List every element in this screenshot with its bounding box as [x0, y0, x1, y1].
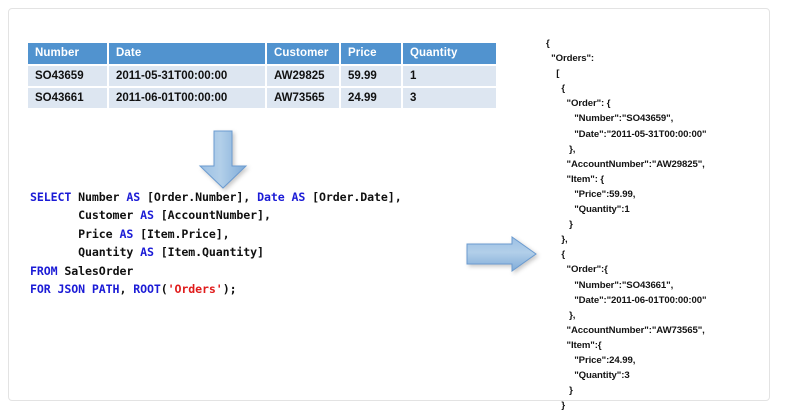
cell-number: SO43659: [28, 64, 109, 87]
sql-line: Quantity AS [Item.Quantity]: [30, 245, 264, 259]
sql-line: FROM SalesOrder: [30, 264, 133, 278]
sales-order-table: Number Date Customer Price Quantity SO43…: [28, 43, 496, 108]
sql-token: AS: [291, 190, 306, 204]
sql-token: AS: [119, 226, 134, 241]
sql-token: [Order.Date],: [305, 190, 402, 204]
sql-token: FOR JSON PATH: [30, 282, 120, 297]
sql-line: FOR JSON PATH, ROOT('Orders');: [30, 282, 237, 297]
sql-line: Price AS [Item.Price],: [30, 226, 230, 241]
sql-token: Price: [30, 226, 120, 241]
table-row: SO43661 2011-06-01T00:00:00 AW73565 24.9…: [28, 86, 496, 108]
cell-quantity: 3: [402, 86, 496, 108]
sql-token: AS: [140, 245, 154, 260]
column-header-date: Date: [108, 43, 267, 65]
sql-token: ROOT: [133, 282, 161, 297]
sql-token: ,: [119, 282, 134, 297]
sql-token: SELECT: [30, 190, 72, 204]
sql-line: Customer AS [AccountNumber],: [30, 208, 271, 222]
cell-customer: AW29825: [266, 64, 341, 87]
sql-token: Quantity: [30, 245, 141, 260]
sql-token: [Order.Number],: [140, 190, 258, 204]
column-header-number: Number: [28, 43, 109, 65]
cell-date: 2011-05-31T00:00:00: [108, 64, 267, 87]
cell-price: 59.99: [340, 64, 403, 87]
table-header-row: Number Date Customer Price Quantity: [28, 43, 496, 65]
sql-token: AS: [126, 190, 141, 204]
cell-number: SO43661: [28, 86, 109, 108]
sql-token: );: [222, 282, 237, 297]
sql-token: Customer: [30, 208, 141, 223]
column-header-quantity: Quantity: [402, 43, 496, 65]
sql-token: Number: [71, 190, 127, 204]
cell-price: 24.99: [340, 86, 403, 108]
column-header-price: Price: [340, 43, 403, 65]
sql-query-code: SELECT Number AS [Order.Number], Date AS…: [30, 188, 402, 298]
sql-token: [AccountNumber],: [153, 208, 271, 223]
sql-line: SELECT Number AS [Order.Number], Date AS…: [30, 190, 402, 204]
sql-token: Date: [257, 190, 285, 204]
sql-token: [Item.Price],: [133, 226, 230, 241]
cell-quantity: 1: [402, 64, 496, 87]
down-arrow-icon: [198, 130, 248, 189]
cell-date: 2011-06-01T00:00:00: [108, 86, 267, 108]
cell-customer: AW73565: [266, 86, 341, 108]
right-arrow-icon: [466, 236, 537, 272]
sql-token: FROM: [30, 263, 58, 278]
sql-token: 'Orders': [167, 282, 223, 297]
sql-token: [Item.Quantity]: [153, 245, 264, 260]
table-row: SO43659 2011-05-31T00:00:00 AW29825 59.9…: [28, 64, 496, 87]
column-header-customer: Customer: [266, 43, 341, 65]
json-result-output: { "Orders": [ { "Order": { "Number":"SO4…: [546, 38, 707, 411]
sql-token: AS: [140, 208, 154, 223]
sql-token: SalesOrder: [57, 263, 134, 278]
sql-token: (: [160, 282, 168, 297]
